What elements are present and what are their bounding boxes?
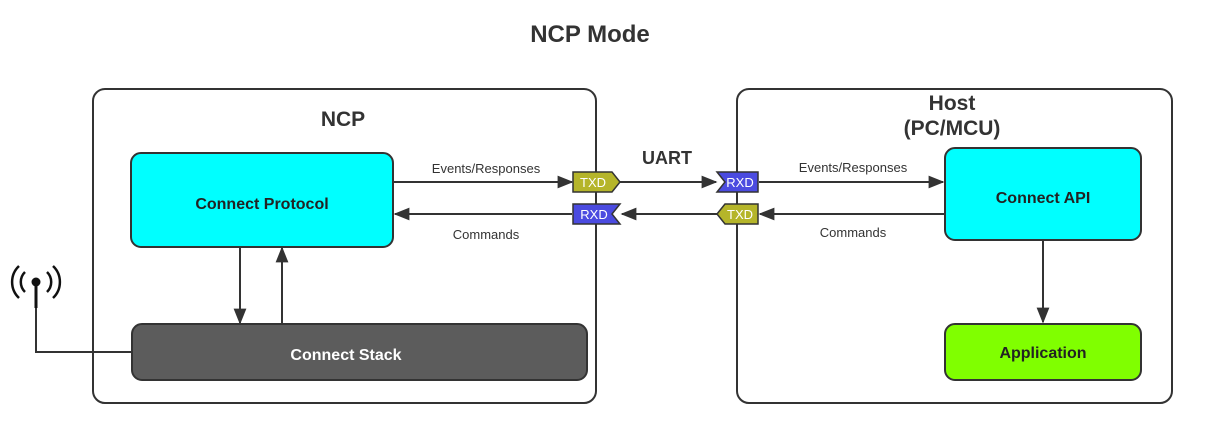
ncp-txd-port [572,171,621,193]
host-sublabel: (PC/MCU) [904,117,1001,140]
ncp-rxd-label: RXD [580,207,607,222]
application-box [944,323,1142,381]
host-txd-port [716,203,759,225]
ncp-events-label: Events/Responses [432,161,541,176]
host-txd-label: TXD [727,207,753,222]
ncp-container [92,88,597,404]
host-commands-label: Commands [820,225,887,240]
host-events-label: Events/Responses [799,160,908,175]
application-label: Application [999,345,1086,362]
host-label: Host [929,92,976,115]
uart-label: UART [642,148,692,168]
connect-stack-label: Connect Stack [290,347,401,364]
diagram-title: NCP Mode [530,21,650,48]
ncp-rxd-port [572,203,622,225]
ncp-txd-label: TXD [580,175,606,190]
host-container [736,88,1173,404]
connect-protocol-box [130,152,394,248]
connect-protocol-label: Connect Protocol [195,196,328,213]
antenna-wire [35,308,132,353]
host-rxd-label: RXD [726,175,753,190]
ncp-label: NCP [321,108,365,131]
host-rxd-port [715,171,759,193]
connect-api-label: Connect API [996,190,1091,207]
ncp-commands-label: Commands [453,227,520,242]
antenna-icon [10,265,62,308]
